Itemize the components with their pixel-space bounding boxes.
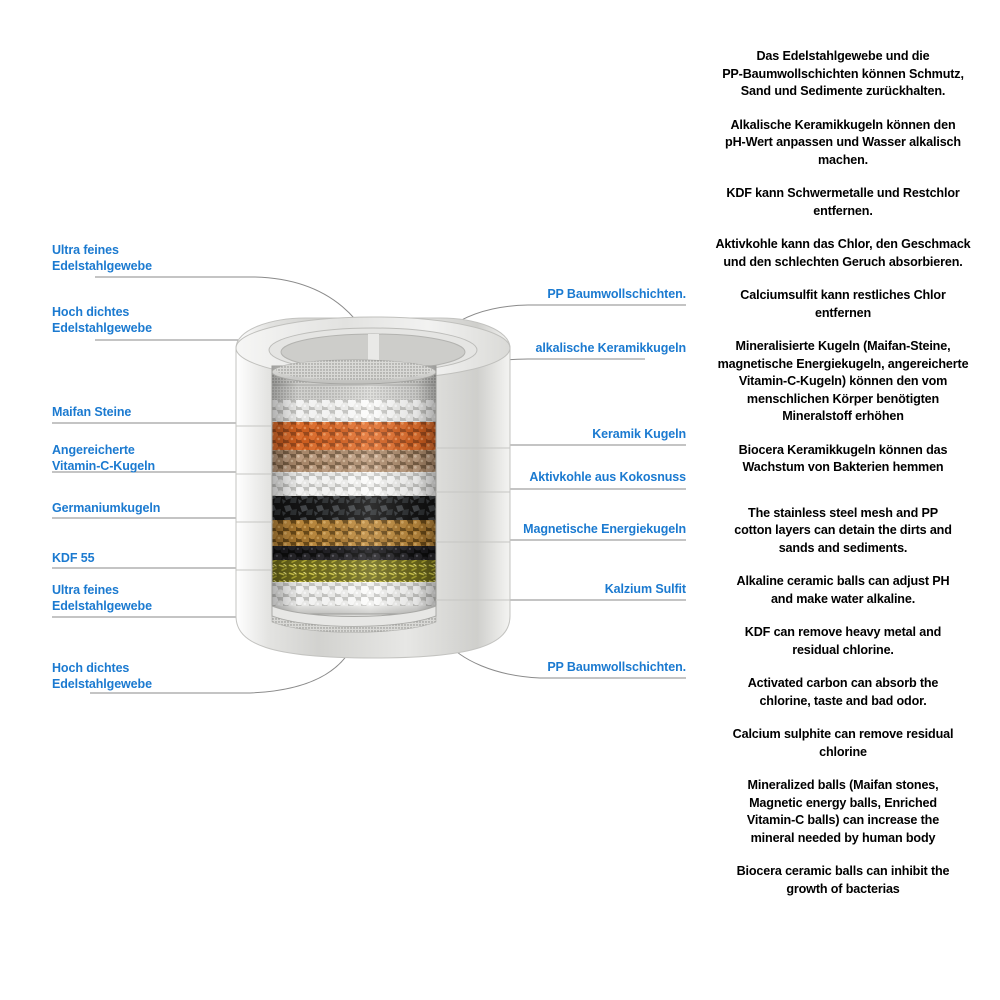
desc-en-alkaline-ceramic: Alkaline ceramic balls can adjust PH and…: [736, 574, 950, 606]
label-ultra-fine-mesh-top: Ultra feines Edelstahlgewebe: [52, 243, 152, 273]
label-pp-cotton-bottom: PP Baumwollschichten.: [547, 660, 686, 674]
label-activated-carbon: Aktivkohle aus Kokosnuss: [529, 470, 686, 484]
label-high-density-mesh-bottom: Hoch dichtes Edelstahlgewebe: [52, 661, 152, 691]
filter-cartridge-illustration: [218, 300, 528, 690]
label-magnetic-energy: Magnetische Energiekugeln: [523, 522, 686, 536]
label-pp-cotton-top: PP Baumwollschichten.: [547, 287, 686, 301]
desc-de-mesh-cotton: Das Edelstahlgewebe und die PP-Baumwolls…: [722, 49, 964, 98]
desc-de-kdf: KDF kann Schwermetalle und Restchlor ent…: [726, 186, 960, 218]
label-calcium-sulfite: Kalzium Sulfit: [604, 582, 686, 596]
label-germanium-balls: Germaniumkugeln: [52, 501, 161, 515]
desc-de-alkaline-ceramic: Alkalische Keramikkugeln können den pH-W…: [725, 117, 961, 167]
core-bottom-mesh: [271, 615, 437, 633]
label-maifan-stones: Maifan Steine: [52, 405, 132, 419]
cartridge-core-layers: [272, 366, 436, 614]
core-top-disc-mesh: [276, 360, 432, 380]
desc-de-biocera: Biocera Keramikkugeln können das Wachstu…: [738, 442, 948, 475]
desc-de-calcium-sulfite: Calciumsulfit kann restliches Chlor entf…: [740, 288, 946, 320]
label-vitamin-c-balls: Angereicherte Vitamin-C-Kugeln: [52, 443, 156, 473]
label-alkaline-ceramic: alkalische Keramikkugeln: [535, 341, 687, 355]
desc-en-calcium-sulphite: Calcium sulphite can remove residual chl…: [732, 727, 954, 759]
description-column: Das Edelstahlgewebe und die PP-Baumwolls…: [686, 48, 1000, 914]
desc-en-biocera: Biocera ceramic balls can inhibit the gr…: [736, 864, 950, 896]
label-ultra-fine-mesh-bottom: Ultra feines Edelstahlgewebe: [52, 583, 152, 613]
desc-en-mineralized-balls: Mineralized balls (Maifan stones, Magnet…: [746, 778, 940, 845]
shell-seams: [236, 425, 510, 601]
label-high-density-mesh-top: Hoch dichtes Edelstahlgewebe: [52, 305, 152, 335]
desc-en-mesh-cotton: The stainless steel mesh and PP cotton l…: [734, 505, 952, 555]
desc-de-activated-carbon: Aktivkohle kann das Chlor, den Geschmack…: [715, 237, 971, 269]
desc-de-mineralized-balls: Mineralisierte Kugeln (Maifan-Steine, ma…: [717, 339, 969, 423]
desc-en-activated-carbon: Activated carbon can absorb the chlorine…: [747, 676, 939, 708]
cartridge-cap-crossbar: [368, 334, 379, 370]
core-cylinder-shading: [272, 366, 436, 614]
label-kdf-55: KDF 55: [52, 551, 95, 565]
desc-en-kdf: KDF can remove heavy metal and residual …: [744, 625, 942, 657]
label-ceramic-balls: Keramik Kugeln: [592, 427, 686, 441]
